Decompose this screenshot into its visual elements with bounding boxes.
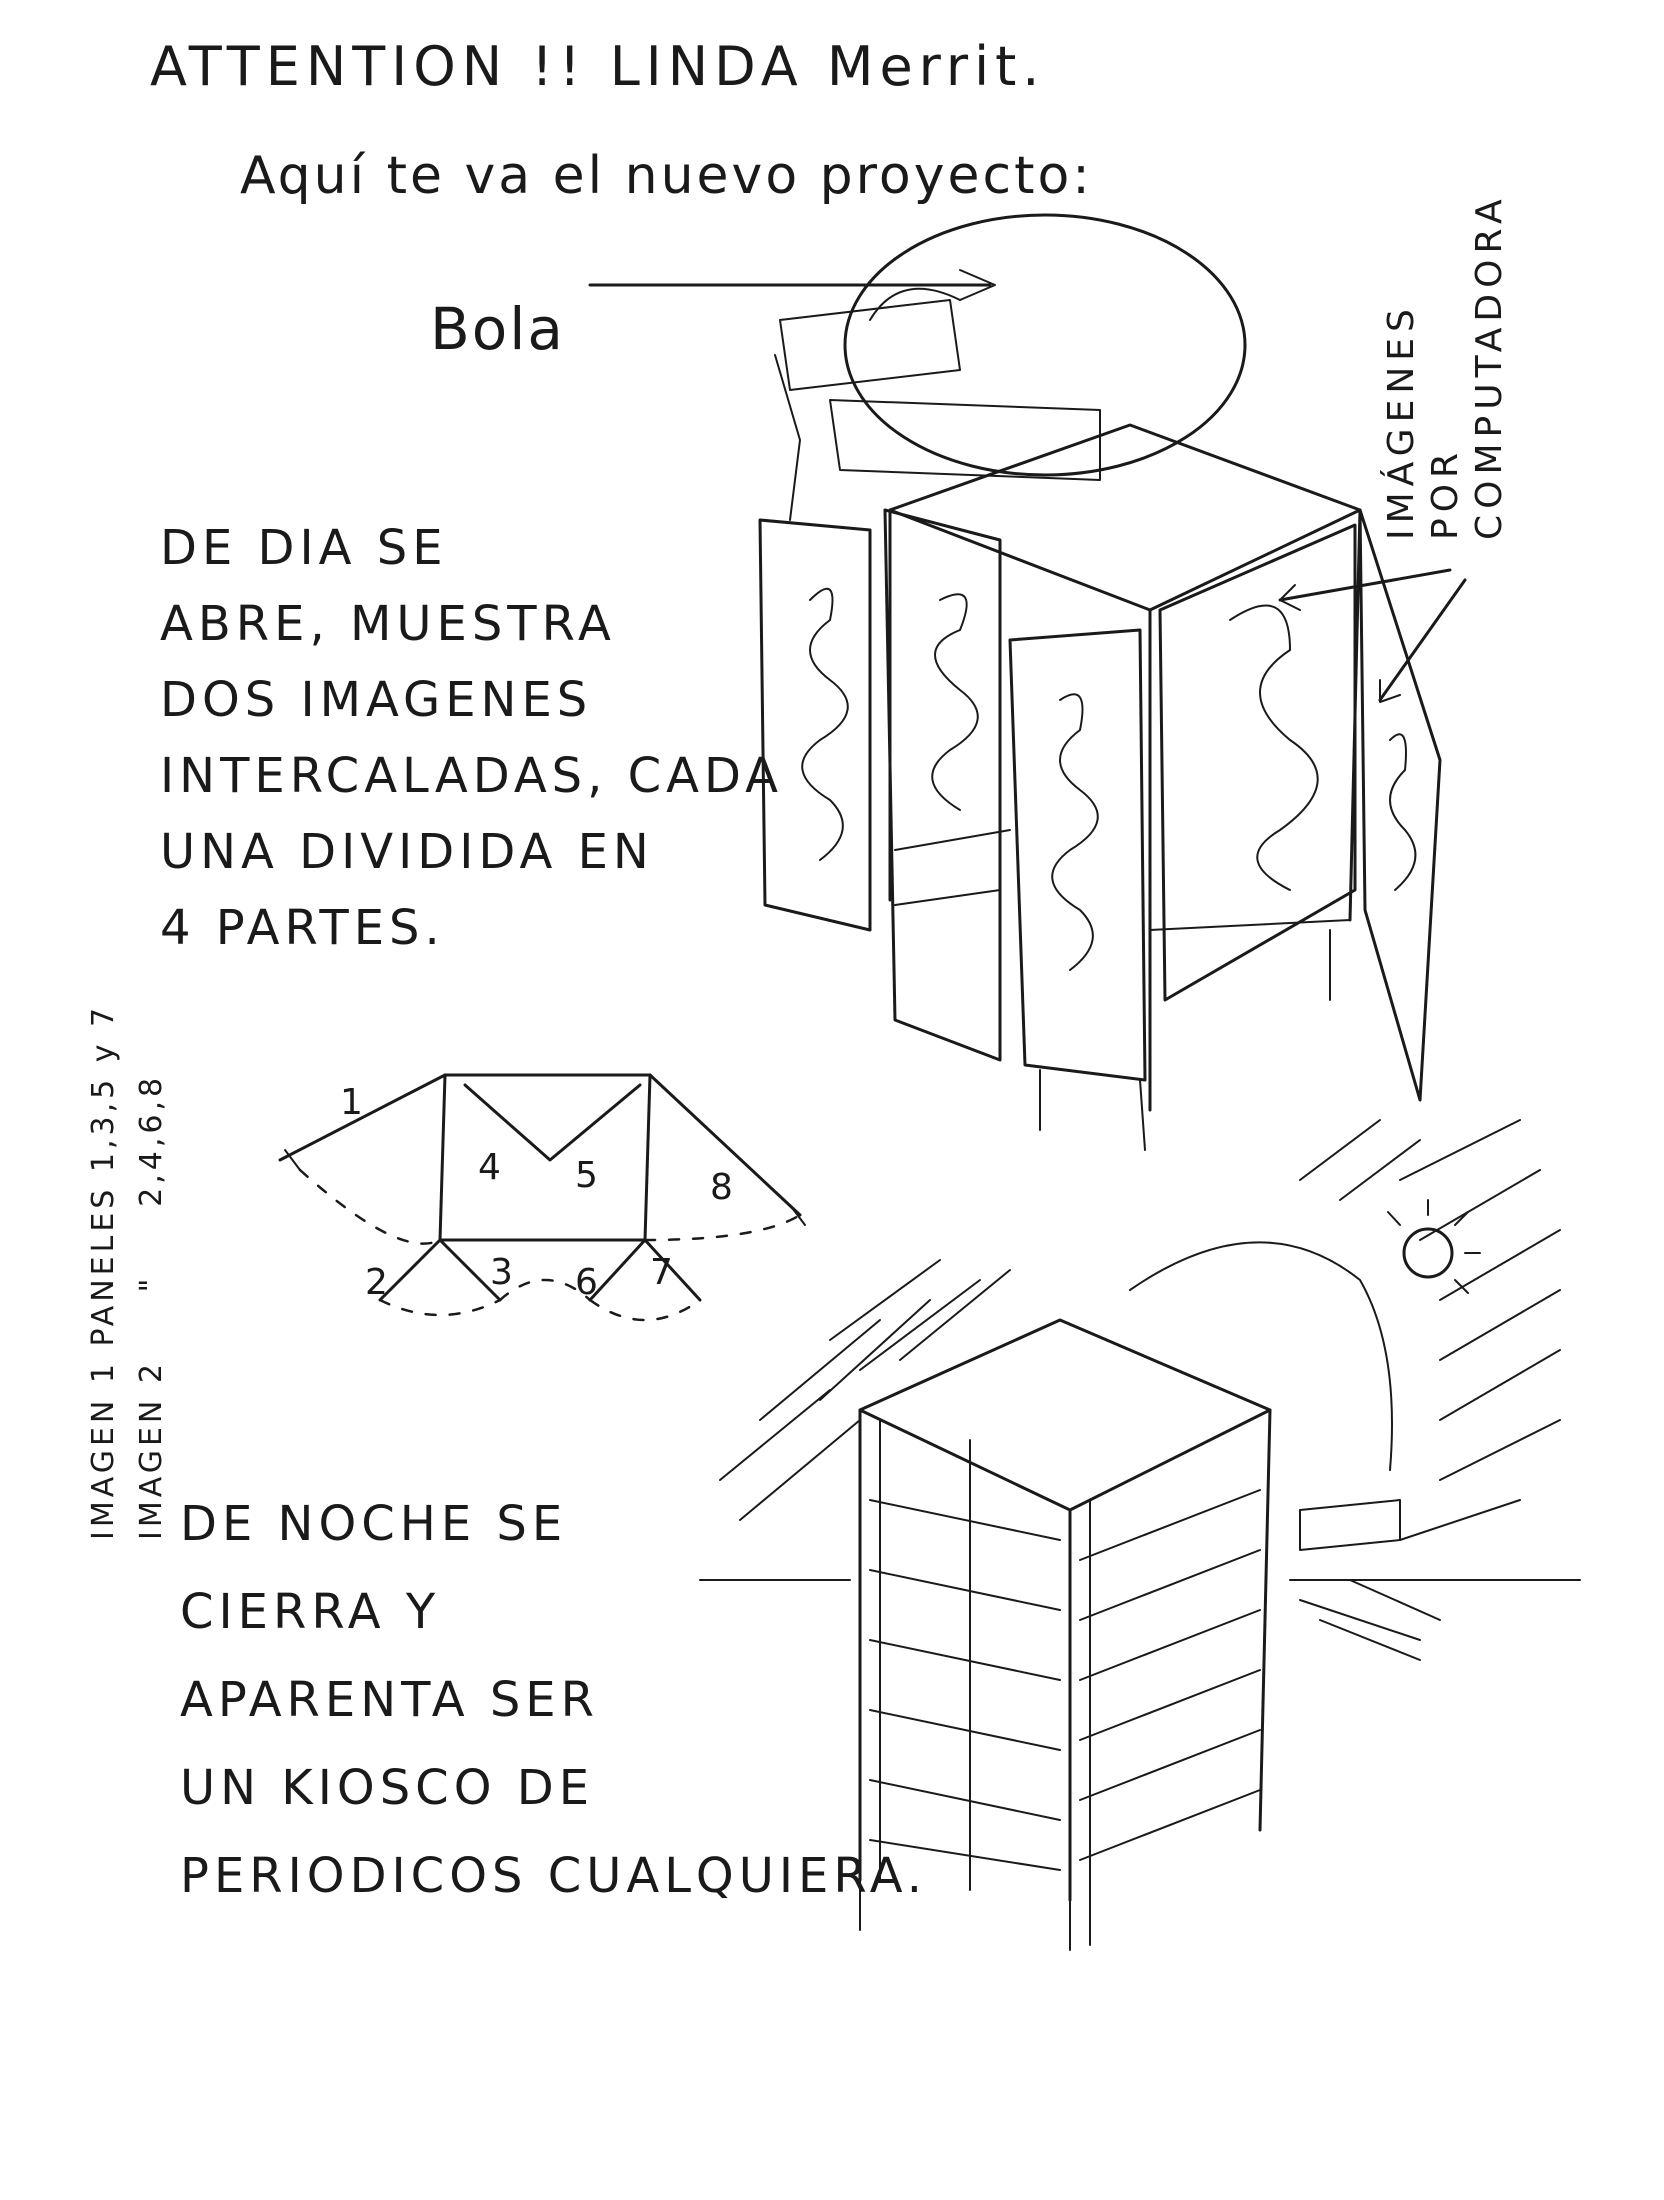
closed-kiosk-sketch — [699, 1119, 1581, 1951]
note-subtitle: Aquí te va el nuevo proyecto: — [240, 146, 1093, 206]
kiosk-top — [888, 423, 1362, 612]
panels-legend-line-2: IMAGEN 2 " 2,4,6,8 — [134, 1073, 169, 1540]
computer-images-arrow-2 — [1378, 578, 1467, 702]
panel-right-outer — [1358, 508, 1442, 1102]
panel-number-8: 8 — [710, 1167, 733, 1208]
panels-legend: IMAGEN 1 PANELES 1,3,5 y 7 IMAGEN 2 " 2,… — [80, 1004, 176, 1540]
night-description: DE NOCHE SE CIERRA Y APARENTA SER UN KIO… — [180, 1496, 927, 1904]
panel-left-outer — [758, 518, 872, 932]
ball-sketch — [843, 213, 1247, 477]
panel-number-4: 4 — [478, 1147, 501, 1188]
day-description: DE DIA SE ABRE, MUESTRA DOS IMAGENES INT… — [160, 520, 783, 956]
note-title: ATTENTION !! LINDA Merrit. — [150, 35, 1046, 98]
moon-icon — [1402, 1227, 1454, 1279]
panel-left-inner — [883, 508, 1002, 1062]
panel-front-right — [1158, 523, 1357, 1002]
fold-out-diagram — [278, 1073, 806, 1322]
panel-number-2: 2 — [365, 1262, 388, 1303]
panel-number-7: 7 — [650, 1252, 673, 1293]
open-kiosk-sketch — [588, 213, 1467, 1151]
panel-front-left — [1008, 628, 1147, 1082]
panel-number-3: 3 — [490, 1252, 513, 1293]
panel-number-6: 6 — [575, 1262, 598, 1303]
computer-images-arrow-1 — [1278, 568, 1452, 602]
computer-images-label: IMÁGENES POR COMPUTADORA — [1381, 193, 1510, 540]
panels-legend-line-1: IMAGEN 1 PANELES 1,3,5 y 7 — [86, 1003, 121, 1540]
ball-label: Bola — [430, 295, 565, 363]
panel-number-5: 5 — [575, 1155, 598, 1196]
panel-number-1: 1 — [340, 1082, 363, 1123]
